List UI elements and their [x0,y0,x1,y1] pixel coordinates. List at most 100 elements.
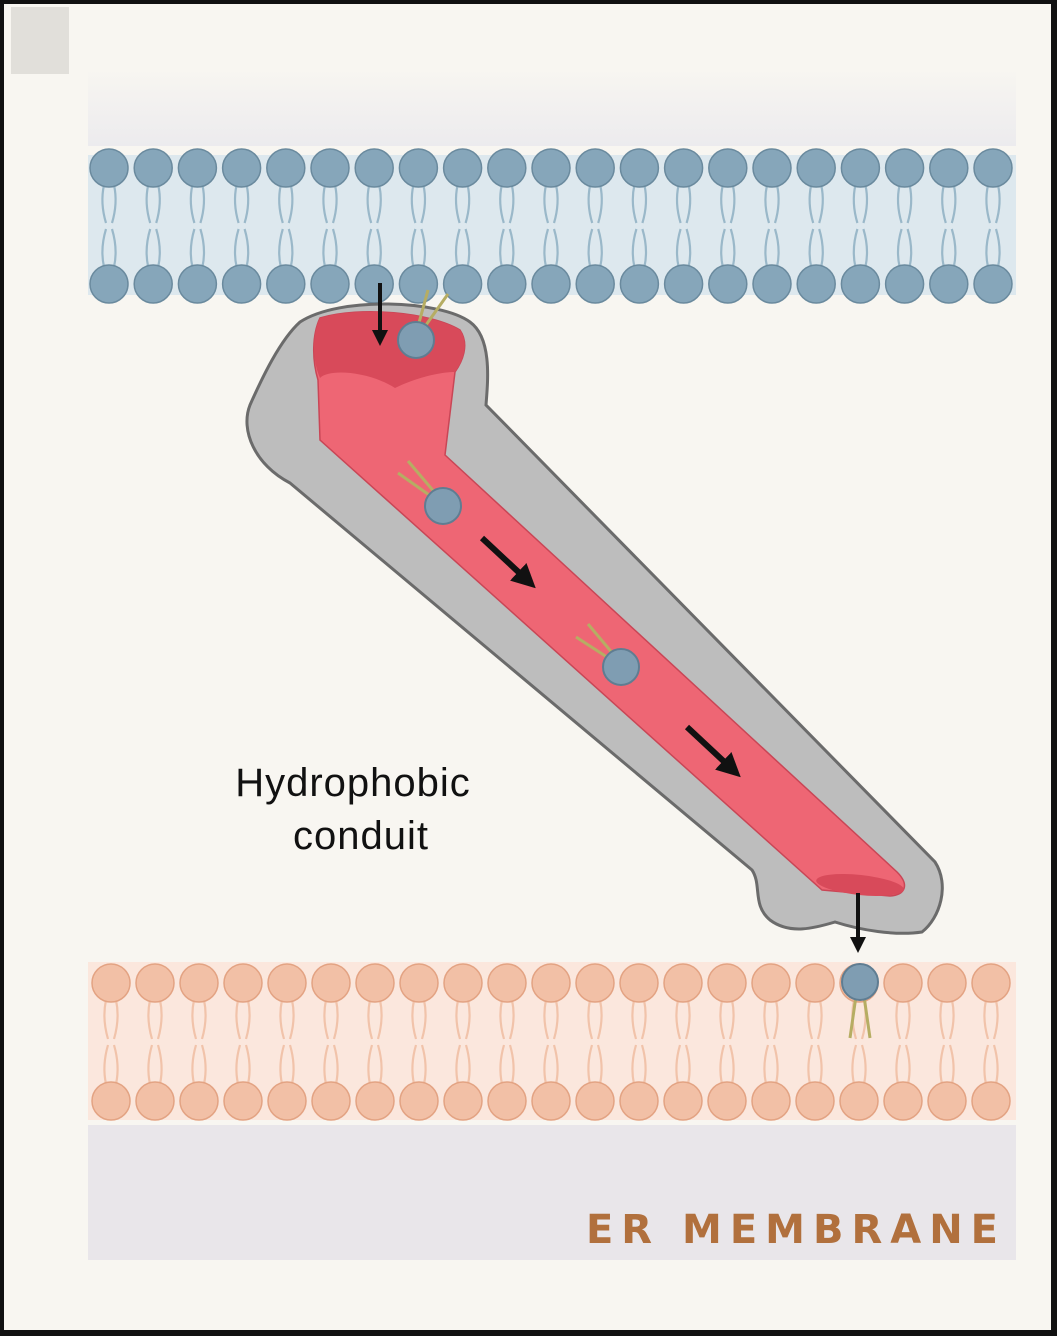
lipid-tail [596,999,603,1040]
lipid-head [707,1081,747,1121]
lipid-tail [331,228,338,268]
lipid-head [840,264,881,304]
lipid-tail [818,184,824,224]
conduit-label-line1: Hydrophobic [235,761,471,805]
lipid-tail [454,184,461,224]
lipid-head [531,963,571,1003]
lipid-tail [235,999,242,1040]
lipid-head [354,264,394,304]
lipid-head [575,264,615,304]
lipid-head [443,1081,483,1121]
lipid-head [575,1081,615,1121]
lipid-tail [332,1044,339,1085]
lipid-tail [719,999,726,1040]
lipid-head [91,1081,131,1121]
lipid-tail [499,228,505,268]
lipid-head [927,1081,967,1121]
lipid-tail [367,999,374,1040]
lipid-head [89,148,129,188]
lipid-head [267,1081,307,1121]
lipid-tail [904,1044,911,1085]
lipid-head [840,148,881,188]
lower-compartment-band [88,1125,1016,1260]
lipid-head [575,963,615,1003]
lipid-head [883,1081,923,1121]
lipid-tail [852,184,859,224]
lipid-head [884,264,925,304]
lipid-tail [906,228,913,268]
lipid-tail [597,184,603,224]
lipid-tail [994,228,1001,268]
lipid-tail [906,184,913,224]
lipid-head [971,963,1011,1003]
lipid-tail [101,184,108,224]
lipid-tail [145,228,152,268]
lipid-inserted-er [841,963,879,1039]
lipid-tail [454,228,461,268]
lipid-tail [112,1044,119,1085]
lipid-head [973,264,1013,304]
lipid-tail [191,1044,198,1085]
lipid-head [663,264,704,304]
lipid-tail [376,184,382,224]
lipid-tail [411,999,418,1040]
conduit-label-line2: conduit [293,814,429,858]
lipid-tail [235,1044,242,1085]
lipid-head [927,963,967,1003]
lipid-tail [685,228,692,268]
lipid-tail [552,184,559,224]
lipid-tail [156,999,163,1040]
lipid-head [663,963,703,1003]
lipid-tail [895,1044,902,1085]
lipid-tail [191,999,198,1040]
lipid-tail [288,1044,295,1085]
lipid-tail [807,999,814,1040]
lipid-tail [543,999,550,1040]
lipid-head [752,148,792,188]
lipid-head [267,963,307,1003]
lipid-head [487,963,527,1003]
lipid-head [839,1081,879,1121]
lipid-tail [896,228,903,268]
lipid-tail [543,184,550,224]
phospholipid-molecule-icon [841,963,879,1001]
lipid-head [531,1081,571,1121]
lipid-tail [410,184,417,224]
lipid-head [355,1081,395,1121]
lipid-tail [862,184,869,224]
lipid-tail [332,999,339,1040]
lipid-tail [862,228,869,268]
lipid-tail [508,1044,515,1085]
lipid-tail [631,1044,638,1085]
lipid-head [399,963,439,1003]
lipid-tail [587,228,594,268]
lipid-head [795,1081,835,1121]
lipid-tail [684,999,691,1040]
lipid-tail [948,999,955,1040]
lipid-tail [728,1044,735,1085]
lipid-head [663,1081,703,1121]
er-membrane-bilayer [88,962,1016,1121]
er-membrane-label: ER MEMBRANE [586,1207,1006,1253]
lipid-head [177,264,218,304]
lipid-head [531,148,571,188]
lipid-tail [243,228,250,268]
phospholipid-molecule-icon [424,487,462,525]
lipid-tail [420,999,427,1040]
lipid-tail [675,228,682,268]
down-arrow-icon [684,724,741,778]
lipid-tail [147,1044,154,1085]
lipid-tail [851,1044,858,1085]
lipid-tail [939,1044,946,1085]
lipid-head [795,963,835,1003]
conduit-bottom-opening [816,874,904,896]
lipid-tail [376,999,383,1040]
lipid-tail [773,184,780,224]
lipid-tail [243,184,250,224]
lipid-tail [508,228,515,268]
lipid-head [398,264,439,304]
lipid-tail [763,999,770,1040]
lipid-head [929,148,969,188]
lipid-tail [675,1044,682,1085]
